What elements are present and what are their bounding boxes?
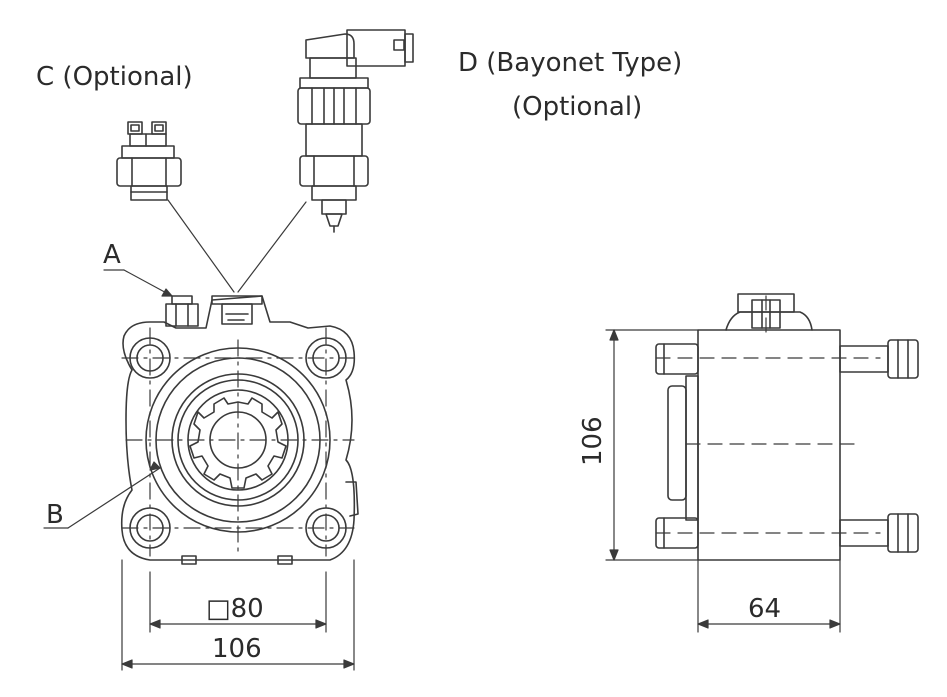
dimension-depth-64: 64 [748, 594, 782, 624]
side-dimensions [605, 329, 841, 633]
marker-leaders [43, 269, 173, 529]
marker-b-label: B [46, 500, 64, 530]
side-view [655, 293, 919, 561]
side-hidden-lines [655, 295, 881, 534]
sensor-leader-lines [167, 199, 307, 293]
front-center-lines [121, 327, 355, 557]
option-c-sensor [116, 121, 182, 201]
option-d-bayonet-sensor [297, 29, 414, 233]
marker-a-label: A [103, 240, 121, 270]
option-c-label: C (Optional) [36, 62, 193, 92]
front-view [120, 295, 359, 565]
dimension-width-106: 106 [212, 634, 262, 664]
option-d-label: D (Bayonet Type) [458, 48, 683, 78]
dimension-square-80: □80 [206, 594, 264, 624]
option-d-sublabel: (Optional) [512, 92, 643, 122]
front-dimensions [121, 559, 355, 671]
dimension-height-106: 106 [578, 416, 608, 466]
